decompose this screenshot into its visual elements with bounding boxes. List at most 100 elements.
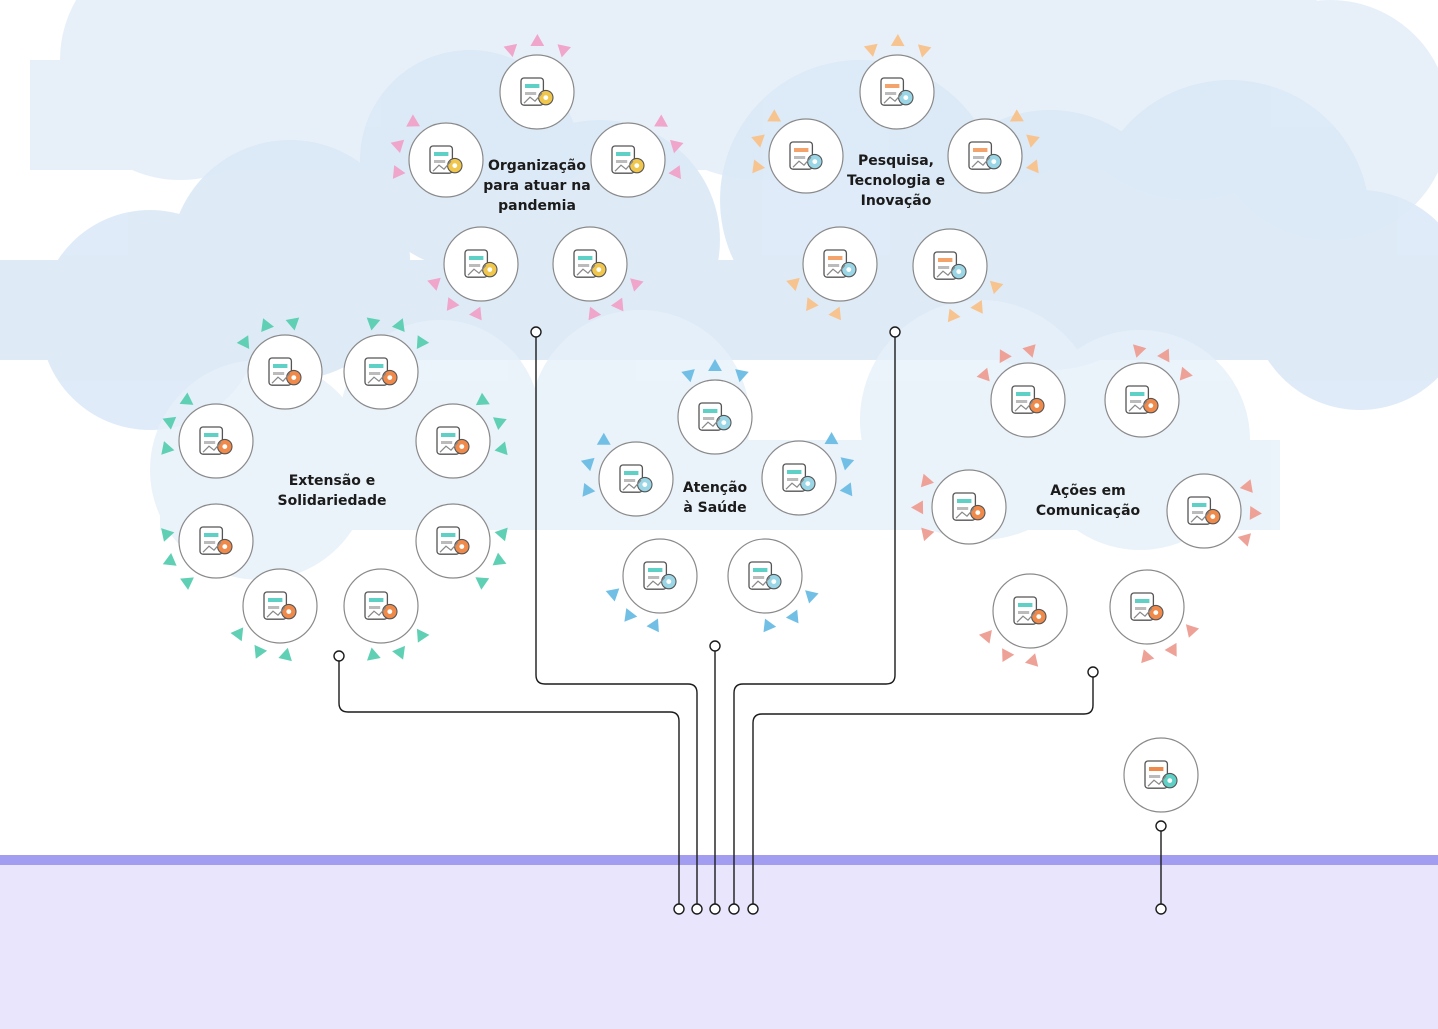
money-hand-icon[interactable]: [552, 226, 628, 302]
connector-endpoint: [673, 903, 685, 915]
cluster-title-atencao: Atenção à Saúde: [682, 480, 748, 516]
clock-gears-icon[interactable]: [590, 122, 666, 198]
computer-virus-icon[interactable]: [912, 228, 988, 304]
triangle-marker: [427, 277, 441, 291]
health-workers-icon[interactable]: [598, 441, 674, 517]
triangle-marker: [236, 335, 250, 349]
connector-endpoint: [1087, 666, 1099, 678]
globe-network-icon[interactable]: [443, 226, 519, 302]
triangle-marker: [161, 441, 175, 455]
classroom-icon[interactable]: [1109, 569, 1185, 645]
triangle-marker: [1141, 649, 1155, 664]
social-megaphone-icon[interactable]: [992, 573, 1068, 649]
head-document-icon[interactable]: [947, 118, 1023, 194]
mobile-check-icon[interactable]: [931, 469, 1007, 545]
triangle-marker: [391, 318, 405, 332]
triangle-marker: [863, 43, 878, 57]
triangle-marker: [1026, 134, 1040, 148]
food-plate-icon[interactable]: [178, 403, 254, 479]
triangle-marker: [366, 317, 381, 331]
triangle-marker: [392, 165, 406, 179]
triangle-marker: [367, 647, 381, 661]
triangle-marker: [1179, 366, 1193, 381]
connector-endpoint: [709, 640, 721, 652]
triangle-marker: [989, 280, 1004, 295]
checklist-documents-icon[interactable]: [499, 54, 575, 130]
connector-lines: [338, 332, 1162, 909]
triangle-marker: [230, 627, 244, 642]
face-mask-icon[interactable]: [343, 334, 419, 410]
scales-icon[interactable]: [178, 503, 254, 579]
female-hand-icon[interactable]: [242, 568, 318, 644]
connector-line: [535, 332, 698, 909]
graduate-icon[interactable]: [343, 568, 419, 644]
triangle-marker: [254, 644, 268, 659]
triangle-marker: [580, 457, 595, 472]
triangle-marker: [1022, 344, 1036, 358]
video-theater-icon[interactable]: [1166, 473, 1242, 549]
triangle-marker: [503, 43, 518, 58]
triangle-marker: [605, 588, 620, 602]
connector-endpoint: [747, 903, 759, 915]
triangle-marker: [416, 628, 430, 643]
triangle-marker: [1133, 344, 1147, 358]
vaccine-shield-icon[interactable]: [622, 538, 698, 614]
triangle-marker: [475, 392, 490, 406]
triangle-marker: [978, 630, 992, 644]
cluster-title-comunicacao: Ações em Comunicação: [1035, 483, 1141, 519]
triangle-marker: [840, 457, 855, 471]
swab-test-icon[interactable]: [761, 440, 837, 516]
triangle-marker: [767, 109, 782, 122]
virus-book-icon[interactable]: [990, 362, 1066, 438]
triangle-marker: [751, 134, 765, 148]
triangle-marker: [1239, 479, 1253, 493]
ground-band: [0, 862, 1438, 1029]
triangle-marker: [668, 165, 681, 180]
eye-hand-gear-icon[interactable]: [247, 334, 323, 410]
triangle-marker: [1164, 642, 1177, 657]
connector-line: [752, 672, 1094, 909]
triangle-marker: [828, 306, 841, 321]
connector-endpoint: [709, 903, 721, 915]
triangle-marker: [416, 335, 430, 349]
triangle-marker: [475, 577, 490, 590]
triangle-marker: [735, 369, 749, 383]
doctor-icon[interactable]: [677, 379, 753, 455]
connector-endpoint: [333, 650, 345, 662]
triangle-marker: [921, 527, 935, 542]
triangle-marker: [557, 44, 571, 58]
connector-endpoint: [728, 903, 740, 915]
triangle-marker: [278, 647, 292, 662]
dna-helix-icon[interactable]: [768, 118, 844, 194]
triangle-marker: [947, 308, 961, 323]
connector-endpoint: [1155, 903, 1167, 915]
virus-lab-icon[interactable]: [859, 54, 935, 130]
virus-newspaper-icon[interactable]: [1123, 737, 1199, 813]
triangle-marker: [1249, 506, 1262, 520]
triangle-marker: [1237, 533, 1251, 547]
hospital-world-icon[interactable]: [727, 538, 803, 614]
triangle-marker: [646, 618, 659, 633]
connector-endpoint: [530, 326, 542, 338]
university-building-icon[interactable]: [802, 226, 878, 302]
hands-gear-icon[interactable]: [408, 122, 484, 198]
triangle-marker: [681, 369, 695, 383]
family-icon[interactable]: [415, 403, 491, 479]
triangle-marker: [162, 553, 177, 566]
triangle-marker: [920, 473, 934, 488]
triangle-marker: [582, 483, 596, 497]
triangle-marker: [392, 645, 405, 660]
triangle-marker: [494, 441, 508, 456]
triangle-marker: [494, 527, 508, 542]
triangle-marker: [890, 34, 905, 47]
connector-endpoint: [1155, 820, 1167, 832]
megaphone-screen-icon[interactable]: [1104, 362, 1180, 438]
triangle-marker: [610, 297, 624, 312]
triangle-marker: [911, 500, 924, 515]
triangle-marker: [180, 577, 194, 590]
triangle-marker: [1025, 653, 1039, 667]
triangle-marker: [670, 139, 684, 154]
joined-hands-icon[interactable]: [415, 503, 491, 579]
triangle-marker: [806, 297, 819, 312]
